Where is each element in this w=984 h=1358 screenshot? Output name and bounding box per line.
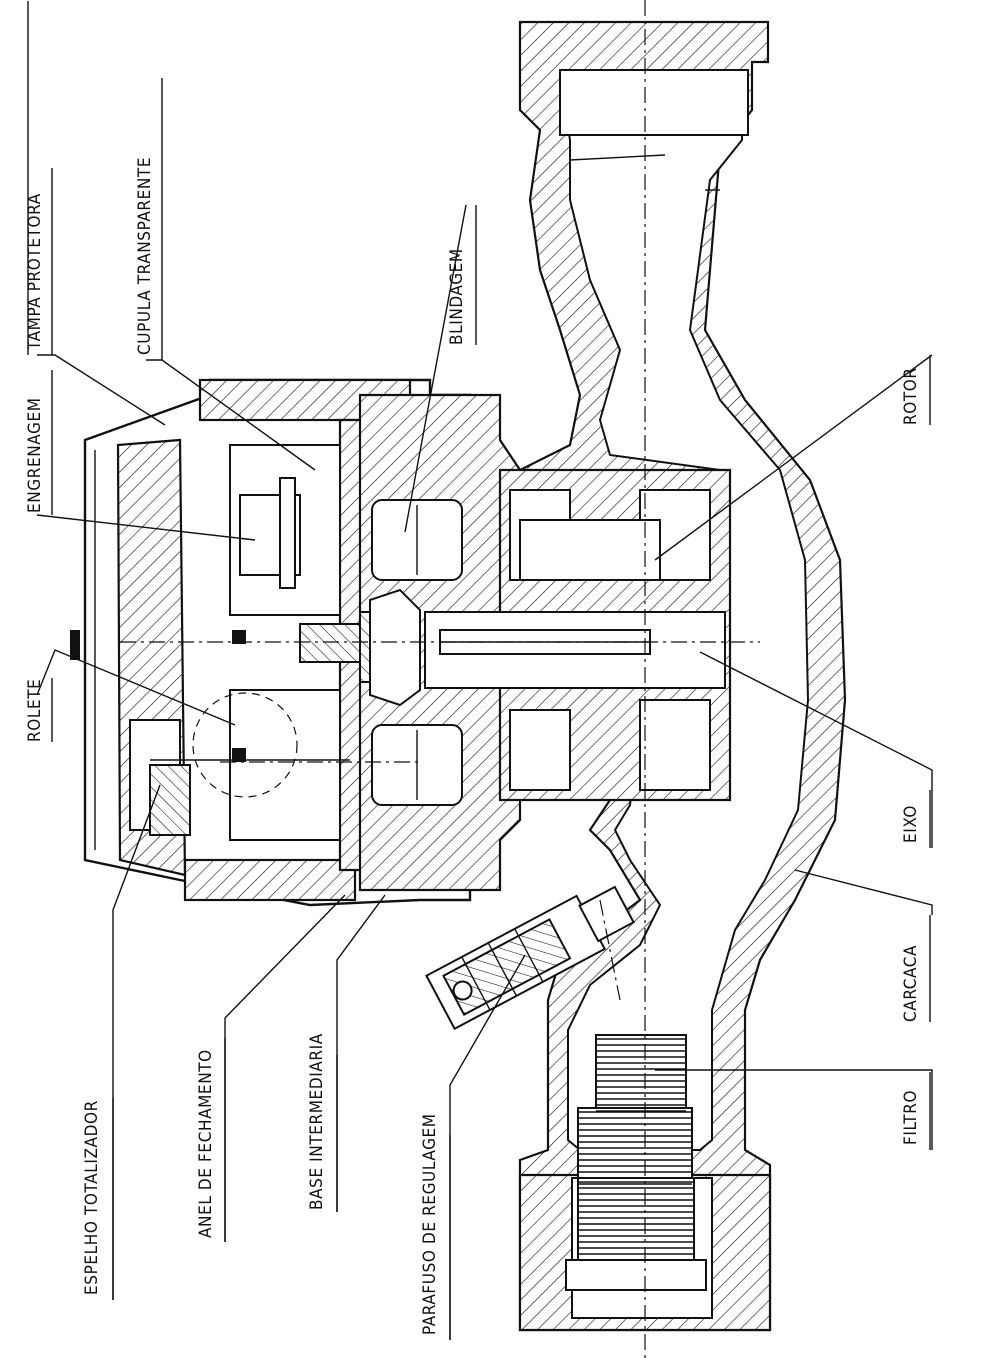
label-text: ROTOR — [901, 367, 921, 425]
label-espelho-totalizador: ESPELHO TOTALIZADOR — [82, 1100, 102, 1295]
label-rolete: ROLETE — [25, 679, 45, 742]
label-text: EIXO — [901, 805, 921, 843]
label-parafuso-de-regulagem: PARAFUSO DE REGULAGEM — [420, 1113, 440, 1335]
label-text: CARCACA — [901, 945, 921, 1022]
label-text: PARAFUSO DE REGULAGEM — [420, 1113, 440, 1335]
label-base-intermediaria: BASE INTERMEDIARIA — [307, 1033, 327, 1210]
label-text: CUPULA TRANSPARENTE — [135, 157, 155, 355]
label-text: BASE INTERMEDIARIA — [307, 1033, 327, 1210]
label-eixo: EIXO — [901, 805, 921, 843]
label-rules — [51, 78, 931, 1340]
parafuso-screw-assembly — [425, 885, 635, 1031]
label-cupula-transparente: CUPULA TRANSPARENTE — [135, 157, 155, 355]
label-blindagem: BLINDAGEM — [447, 248, 467, 345]
label-tampa-protetora: TAMPA PROTETORA — [25, 193, 45, 351]
label-engrenagem: ENGRENAGEM — [25, 397, 45, 513]
centerlines — [120, 0, 760, 1358]
label-text: ENGRENAGEM — [25, 397, 45, 513]
label-carcaca: CARCACA — [901, 945, 921, 1022]
label-filtro: FILTRO — [901, 1090, 921, 1145]
label-rotor: ROTOR — [901, 367, 921, 425]
label-anel-de-fechamento: ANEL DE FECHAMENTO — [196, 1049, 216, 1238]
label-text: FILTRO — [901, 1090, 921, 1145]
label-text: ROLETE — [25, 679, 45, 742]
label-text: ESPELHO TOTALIZADOR — [82, 1100, 102, 1295]
filtro-filter — [565, 1034, 707, 1291]
label-text: ANEL DE FECHAMENTO — [196, 1049, 216, 1238]
label-text: TAMPA PROTETORA — [25, 193, 45, 351]
label-text: BLINDAGEM — [447, 248, 467, 345]
